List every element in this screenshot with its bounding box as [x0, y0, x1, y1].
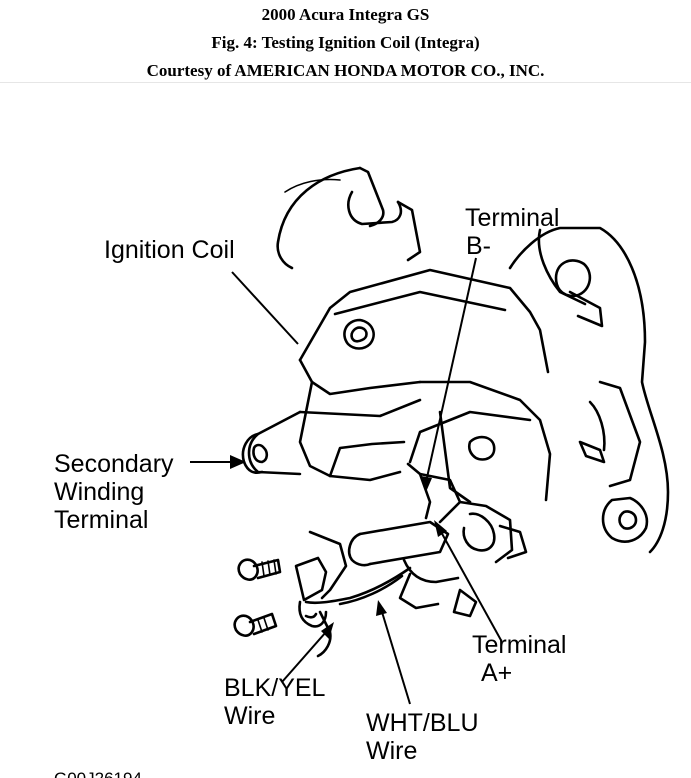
figure-title: Fig. 4: Testing Ignition Coil (Integra): [211, 33, 480, 52]
connector-plug: [347, 520, 478, 618]
bolt-lower-icon: [233, 612, 278, 637]
wht-blu-leader: [381, 611, 411, 705]
page-header: 2000 Acura Integra GS Fig. 4: Testing Ig…: [0, 0, 691, 83]
secondary-terminal-nose: [241, 410, 302, 476]
terminal-a-label-line2: A+: [481, 659, 512, 687]
blk-yel-leader: [281, 631, 327, 683]
terminal-b-arrowhead: [421, 476, 432, 492]
distributor-body: [508, 226, 670, 554]
wht-blu-label-line1: WHT/BLU: [366, 709, 479, 737]
distributor-hose: [276, 166, 422, 270]
ignition-coil-leader: [231, 271, 299, 345]
ignition-coil-body: [298, 268, 552, 504]
secondary-arrowhead: [230, 455, 246, 469]
blk-yel-arrowhead: [321, 622, 334, 639]
wires: [294, 530, 412, 658]
terminal-a-label-line1: Terminal: [472, 631, 566, 659]
vehicle-title: 2000 Acura Integra GS: [261, 5, 430, 24]
blk-yel-label-line2: Wire: [224, 702, 275, 730]
wht-blu-arrowhead: [376, 600, 387, 616]
courtesy-line: Courtesy of AMERICAN HONDA MOTOR CO., IN…: [146, 61, 545, 80]
secondary-label-line3: Terminal: [54, 506, 148, 534]
leader-lines: [190, 257, 503, 705]
blk-yel-label-line1: BLK/YEL: [224, 674, 326, 702]
figure-code: G00J26194: [54, 769, 142, 778]
terminal-a-leader: [439, 529, 503, 643]
terminal-a-arrowhead: [434, 520, 447, 537]
ignition-coil-label: Ignition Coil: [104, 236, 235, 264]
bolt-upper-icon: [237, 558, 282, 581]
terminal-b-leader: [425, 257, 477, 483]
terminal-b-label-line2: B-: [466, 232, 491, 260]
terminal-b-label-line1: Terminal: [465, 204, 559, 232]
wht-blu-label-line2: Wire: [366, 737, 417, 765]
secondary-label-line2: Winding: [54, 478, 144, 506]
ignition-coil-diagram: Ignition Coil Terminal B- Secondary Wind…: [54, 166, 670, 778]
secondary-label-line1: Secondary: [54, 450, 174, 478]
